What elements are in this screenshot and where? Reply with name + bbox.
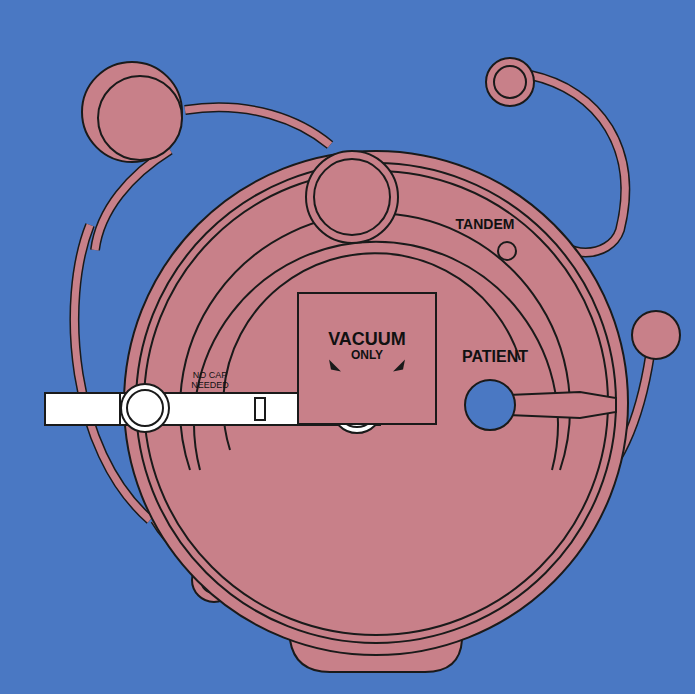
note-label: NO CAP NEEDED (180, 371, 240, 390)
port-label: PATIENT (440, 349, 550, 366)
port-label: TANDEM (430, 217, 540, 232)
node-text: ONLY (299, 349, 435, 362)
node-text: VACUUM (299, 294, 435, 349)
arrow-marks (329, 359, 405, 371)
port-box: VACUUMONLY (297, 292, 437, 425)
